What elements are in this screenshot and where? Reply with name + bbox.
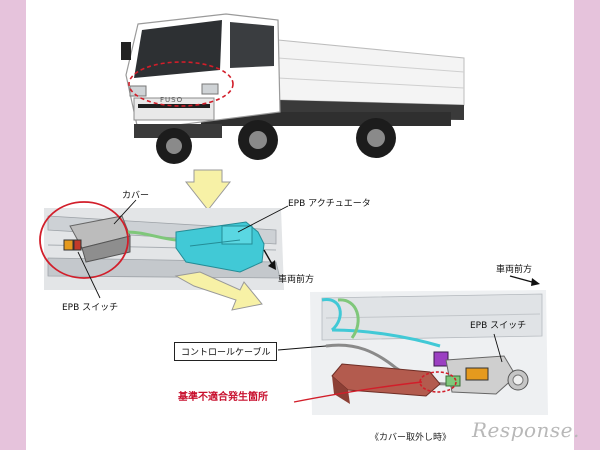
vehicle-front-arrow-right [510, 276, 540, 286]
truck-illustration [121, 14, 464, 164]
cover-removed-caption: 《カバー取外し時》 [370, 430, 451, 443]
vehicle-front-label-right: 車両前方 [496, 262, 532, 275]
truck-badge: FUSO [160, 96, 183, 104]
diagram-canvas: カバー EPB アクチュエータ EPB スイッチ 車両前方 車両前方 コントロー… [26, 0, 574, 450]
left-detail-photo [40, 200, 288, 298]
down-arrow [186, 170, 230, 210]
epb-switch-label-right: EPB スイッチ [470, 318, 526, 331]
nonconformity-location-label: 基準不適合発生箇所 [178, 388, 268, 403]
vehicle-front-label-left: 車両前方 [278, 272, 314, 285]
epb-switch-label-left: EPB スイッチ [62, 300, 118, 313]
cover-label: カバー [122, 188, 149, 201]
epb-actuator-label: EPB アクチュエータ [288, 196, 371, 209]
control-cable-label: コントロールケーブル [174, 342, 277, 361]
diagram-illustration [26, 0, 574, 450]
right-detail-photo [278, 290, 548, 415]
response-watermark: Response. [472, 418, 580, 442]
